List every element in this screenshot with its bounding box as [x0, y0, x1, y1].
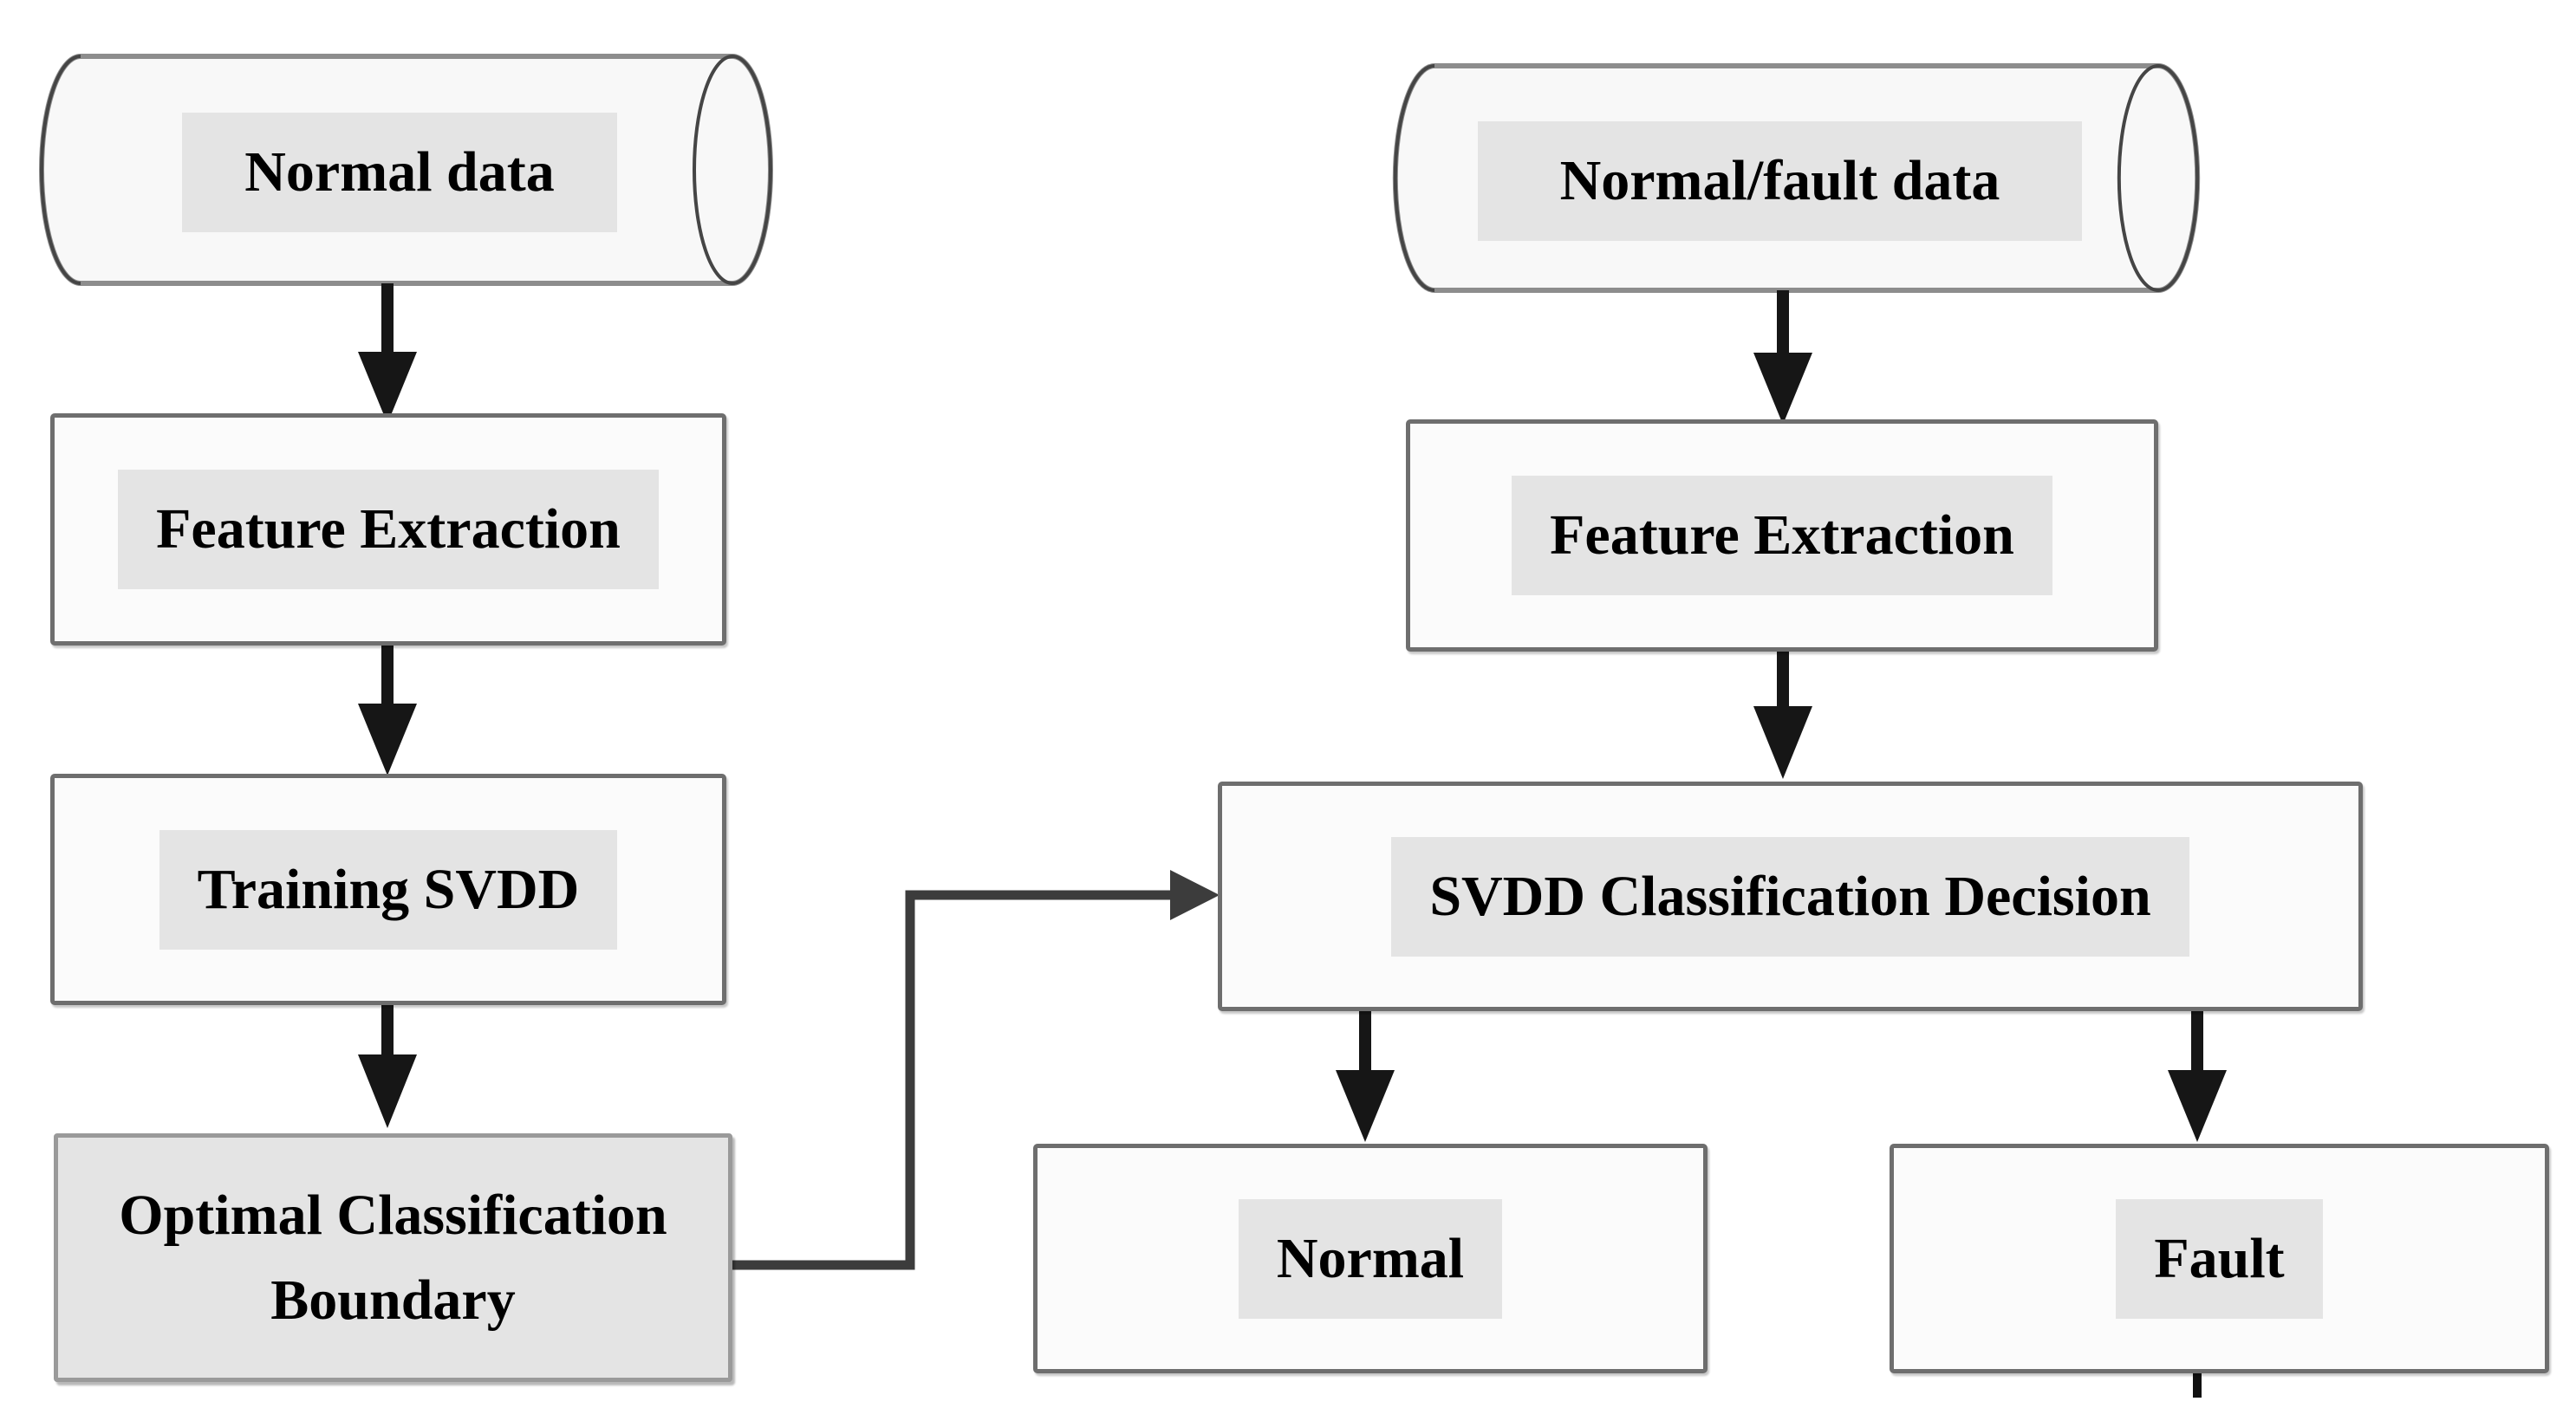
- outcome-fault-label: Fault: [2116, 1198, 2323, 1319]
- cylinder-right-rim: [2117, 63, 2200, 293]
- arrow-normal-fault-data-to-feature-extraction: [1753, 290, 1812, 425]
- arrow-decision-to-normal: [1336, 1010, 1395, 1142]
- svdd-classification-decision-label: SVDD Classification Decision: [1391, 836, 2189, 957]
- feature-extraction-right-label: Feature Extraction: [1512, 476, 2052, 595]
- cylinder-left-rim: [40, 55, 81, 285]
- node-feature-extraction-right: Feature Extraction: [1406, 419, 2158, 652]
- connector-boundary-to-decision: [732, 870, 1220, 1270]
- optimal-classification-boundary-label: Optimal Classification Boundary: [119, 1173, 667, 1343]
- boundary-label-line2: Boundary: [270, 1268, 516, 1332]
- node-feature-extraction-left: Feature Extraction: [50, 413, 726, 646]
- normal-fault-data-label: Normal/fault data: [1478, 121, 2082, 241]
- node-outcome-normal: Normal: [1033, 1144, 1708, 1373]
- node-svdd-classification-decision: SVDD Classification Decision: [1218, 782, 2363, 1011]
- outcome-normal-label: Normal: [1238, 1198, 1503, 1319]
- training-svdd-label: Training SVDD: [159, 829, 618, 950]
- normal-data-label: Normal data: [182, 113, 617, 232]
- node-optimal-classification-boundary: Optimal Classification Boundary: [54, 1133, 732, 1382]
- node-training-svdd: Training SVDD: [50, 774, 726, 1005]
- node-outcome-fault: Fault: [1890, 1144, 2549, 1373]
- arrow-decision-to-fault: [2168, 1010, 2227, 1142]
- arrow-training-to-boundary: [358, 1005, 417, 1128]
- cylinder-left-rim: [1393, 64, 1435, 292]
- arrow-feature-extraction-to-decision: [1753, 652, 1812, 779]
- arrow-normal-data-to-feature-extraction: [358, 283, 417, 424]
- boundary-label-line1: Optimal Classification: [119, 1183, 667, 1247]
- feature-extraction-left-label: Feature Extraction: [118, 470, 659, 589]
- cylinder-right-rim: [693, 54, 772, 286]
- arrow-feature-extraction-to-training: [358, 646, 417, 775]
